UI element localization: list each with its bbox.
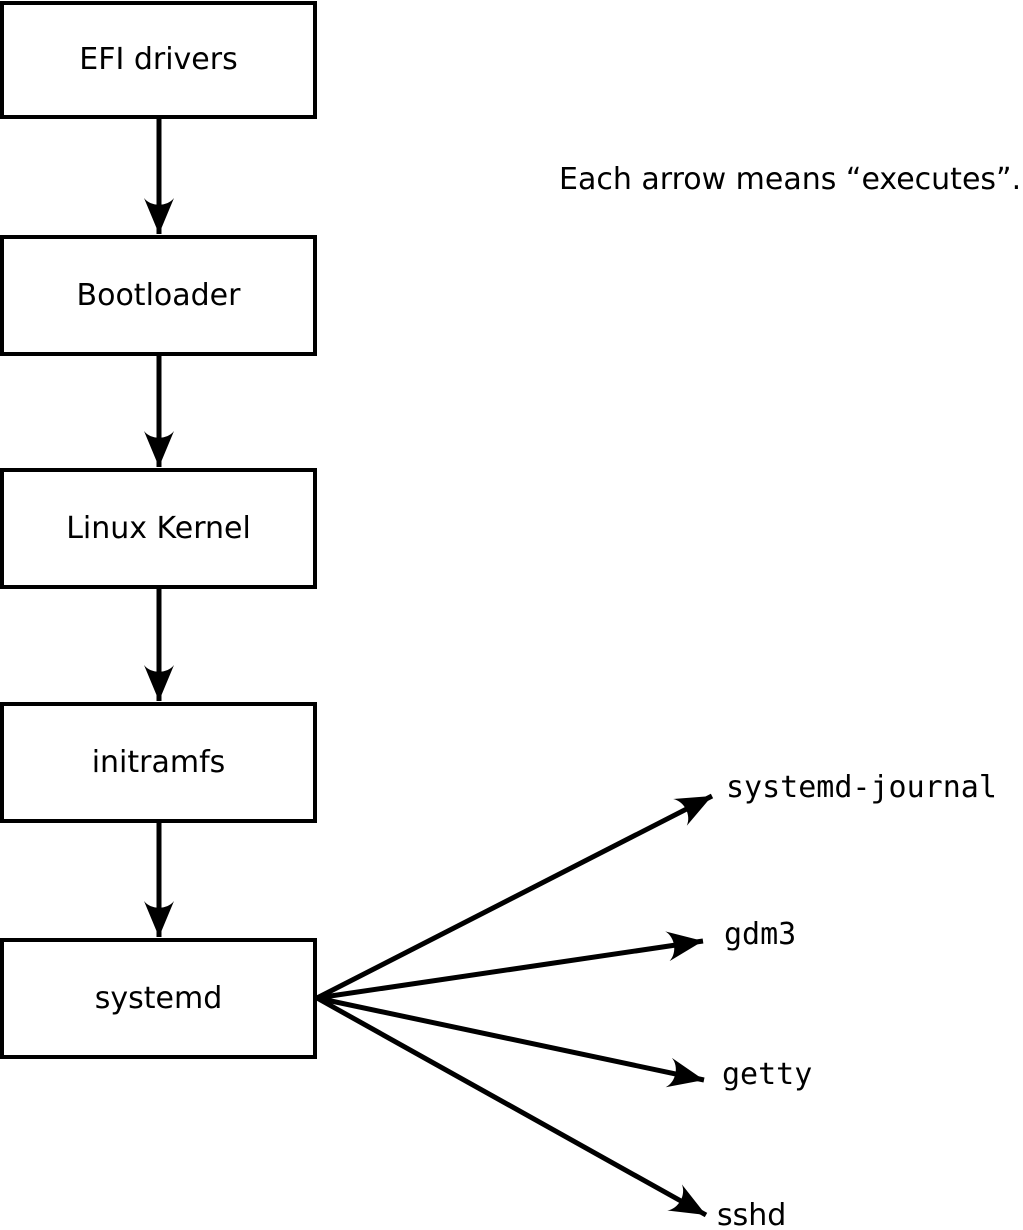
node-initramfs: initramfs bbox=[0, 702, 317, 823]
node-efi-drivers: EFI drivers bbox=[0, 1, 317, 119]
process-label-gdm3: gdm3 bbox=[724, 917, 797, 952]
node-label: systemd bbox=[94, 980, 223, 1016]
process-label-getty: getty bbox=[722, 1057, 813, 1092]
node-bootloader: Bootloader bbox=[0, 235, 317, 356]
legend-note: Each arrow means “executes”. bbox=[559, 162, 1022, 197]
node-label: EFI drivers bbox=[79, 42, 238, 77]
node-label: initramfs bbox=[91, 744, 226, 780]
node-label: Linux Kernel bbox=[66, 510, 251, 546]
node-linux-kernel: Linux Kernel bbox=[0, 468, 317, 589]
arrow-systemd-to-getty bbox=[316, 995, 705, 1088]
process-label-systemd-journal: systemd-journal bbox=[726, 770, 997, 805]
node-systemd: systemd bbox=[0, 938, 317, 1059]
arrow-systemd-to-systemd-journal bbox=[315, 793, 714, 1001]
node-label: Bootloader bbox=[76, 277, 241, 313]
arrow-systemd-to-sshd bbox=[315, 995, 708, 1218]
arrow-systemd-to-gdm3 bbox=[316, 931, 704, 1001]
process-label-sshd: sshd bbox=[717, 1198, 787, 1230]
